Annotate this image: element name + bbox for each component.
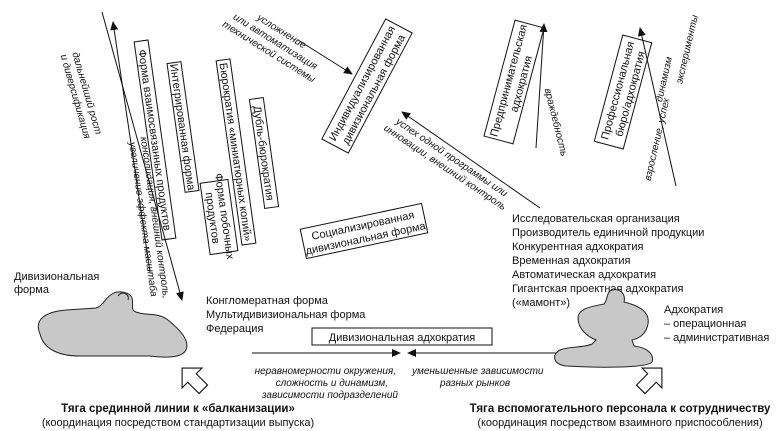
label-complication: усложнение или автоматизация технической… [220, 12, 319, 86]
label-bottom-left-2: сложность и динамизм, [276, 378, 388, 389]
adhocracy-item: Конкурентная адхократия [512, 241, 643, 253]
right-shape-item-operational: – операционная [664, 318, 746, 330]
label-experiments: эксперименты [674, 13, 701, 85]
label-dynamism: динамизм [654, 56, 675, 103]
box-double-label: Дубль-бюрократия [250, 105, 275, 201]
adhocracy-shape [554, 289, 653, 368]
left-shape-title-1: Дивизиональная [14, 271, 99, 283]
bottom-right-subtitle: (координация посредством взаимного присп… [477, 417, 762, 429]
right-shape-title: Адхократия [664, 304, 723, 316]
bottom-left-subtitle: (координация посредством стандартизации … [42, 417, 314, 429]
divisional-item: Федерация [206, 323, 263, 335]
bottom-left-title: Тяга срединной линии к «балканизации» [61, 403, 295, 415]
box-double-bureaucracy: Дубль-бюрократия [248, 96, 280, 210]
box-entrepreneurial-adhocracy: Предпринимательская адхократия [483, 19, 545, 145]
box-divisional-adhocracy [311, 327, 493, 346]
adhocracy-item: Автоматическая адхократия [512, 269, 656, 281]
arrow-consolidation [110, 21, 151, 273]
divisional-item: Мультидивизиональная форма [206, 309, 366, 321]
divisional-list: Конгломератная форма Мультидивизиональна… [206, 295, 366, 335]
box-divisional-adhocracy-label: Дивизиональная адхократия [329, 332, 475, 344]
arrow-complication [297, 39, 353, 75]
label-dynamism-1: динамизм [654, 56, 675, 103]
arrow-maturing [637, 27, 677, 187]
adhocracy-item: Гигантская проектная адхократия [512, 283, 684, 295]
adhocracy-item: Временная адхократия [512, 255, 631, 267]
divisional-form-detail [117, 292, 129, 301]
label-bottom-right-1: уменьшенные зависимости [411, 366, 544, 377]
label-bottom-right-2: разных рынков [439, 378, 510, 389]
adhocracy-item: («мамонт») [512, 297, 570, 309]
box-socialized-form: Социализированная дивизиональная форма [299, 202, 429, 260]
label-maturing-text: взросление, успех [643, 96, 673, 182]
label-hostility: враждебность [542, 87, 570, 157]
arrow-success [401, 111, 541, 209]
divisional-form-shape [37, 291, 188, 358]
right-shape-item-administrative: – административная [664, 332, 769, 344]
adhocracy-item: Исследовательская организация [512, 213, 680, 225]
label-dynamism-2: эксперименты [674, 13, 701, 85]
arrow-hostility [535, 23, 548, 149]
divisional-item: Конгломератная форма [206, 295, 329, 307]
box-byproduct-form: Форма побочных продуктов [199, 172, 239, 261]
label-bottom-left-1: неравномерности окружения, [255, 366, 396, 377]
label-bottom-left-3: зависимости подразделений [261, 390, 399, 401]
label-growth: дальнейший рост и диверсификация [58, 51, 104, 141]
hollow-arrow-left-icon [181, 367, 209, 395]
box-professional-adhocracy: Профессиональная бюро/адхократия [593, 34, 653, 150]
hollow-arrow-right-icon [635, 367, 663, 395]
label-maturing: взросление, успех [643, 96, 673, 182]
adhocracy-list: Исследовательская организация Производит… [512, 213, 704, 309]
bottom-right-title: Тяга вспомогательного персонала к сотруд… [470, 403, 771, 415]
bottom-right-labels: уменьшенные зависимости разных рынков [411, 366, 544, 389]
adhocracy-item: Производитель единичной продукции [512, 227, 704, 239]
left-shape-title-2: форма [14, 284, 50, 296]
box-integrated-form: Интегрированная форма [166, 61, 200, 193]
label-hostility-text: враждебность [542, 87, 570, 157]
bottom-left-labels: неравномерности окружения, сложность и д… [255, 366, 399, 401]
arrow-growth [101, 11, 184, 301]
